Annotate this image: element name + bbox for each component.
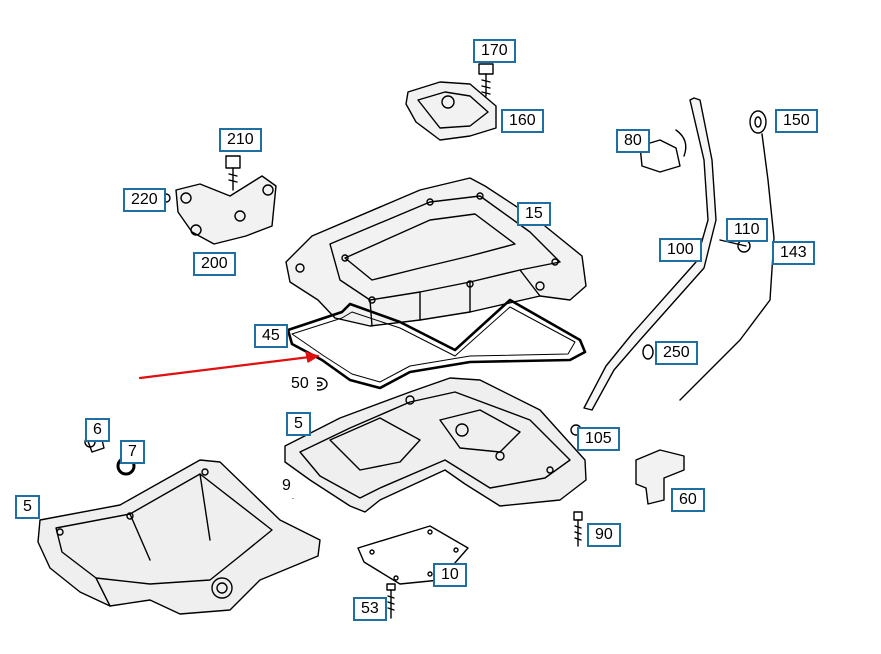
- callout-15[interactable]: 15: [517, 202, 551, 226]
- pointer-arrowhead: [305, 351, 319, 363]
- callout-45[interactable]: 45: [254, 324, 288, 348]
- bolt-90: [573, 511, 583, 547]
- callout-53[interactable]: 53: [353, 597, 387, 621]
- lower-oil-pan-left: [37, 459, 321, 615]
- callout-10[interactable]: 10: [433, 563, 467, 587]
- callout-5-upper[interactable]: 5: [286, 412, 311, 436]
- dipstick-guide-tube: [583, 97, 717, 411]
- callout-170[interactable]: 170: [473, 39, 516, 63]
- callout-6[interactable]: 6: [85, 418, 110, 442]
- bolt-170: [478, 63, 494, 97]
- callout-250[interactable]: 250: [655, 341, 698, 365]
- callout-105[interactable]: 105: [577, 427, 620, 451]
- callout-150[interactable]: 150: [775, 109, 818, 133]
- callout-90[interactable]: 90: [587, 523, 621, 547]
- mounting-bracket: [175, 175, 277, 245]
- callout-220[interactable]: 220: [123, 188, 166, 212]
- callout-60[interactable]: 60: [671, 488, 705, 512]
- callout-200[interactable]: 200: [193, 252, 236, 276]
- clip-bracket: [639, 129, 687, 173]
- callout-143[interactable]: 143: [772, 241, 815, 265]
- oil-pan-gasket: [286, 298, 587, 390]
- lower-oil-pan-right: [284, 377, 587, 513]
- bolt-53: [386, 583, 396, 619]
- callout-9[interactable]: 9: [274, 474, 299, 498]
- oil-pump-module: [405, 81, 497, 141]
- dipstick: [679, 110, 775, 401]
- sensor-bracket: [635, 449, 685, 505]
- callout-80[interactable]: 80: [616, 129, 650, 153]
- callout-50[interactable]: 50: [283, 372, 317, 396]
- pointer-arrow: [138, 354, 320, 380]
- callout-110[interactable]: 110: [726, 218, 768, 242]
- callout-160[interactable]: 160: [501, 109, 544, 133]
- callout-7[interactable]: 7: [120, 440, 145, 464]
- callout-210[interactable]: 210: [219, 128, 262, 152]
- bolt-210: [225, 155, 241, 191]
- o-ring-250: [642, 344, 654, 360]
- callout-100[interactable]: 100: [659, 238, 702, 262]
- callout-5-lower[interactable]: 5: [15, 495, 40, 519]
- upper-oil-pan-housing: [285, 177, 587, 327]
